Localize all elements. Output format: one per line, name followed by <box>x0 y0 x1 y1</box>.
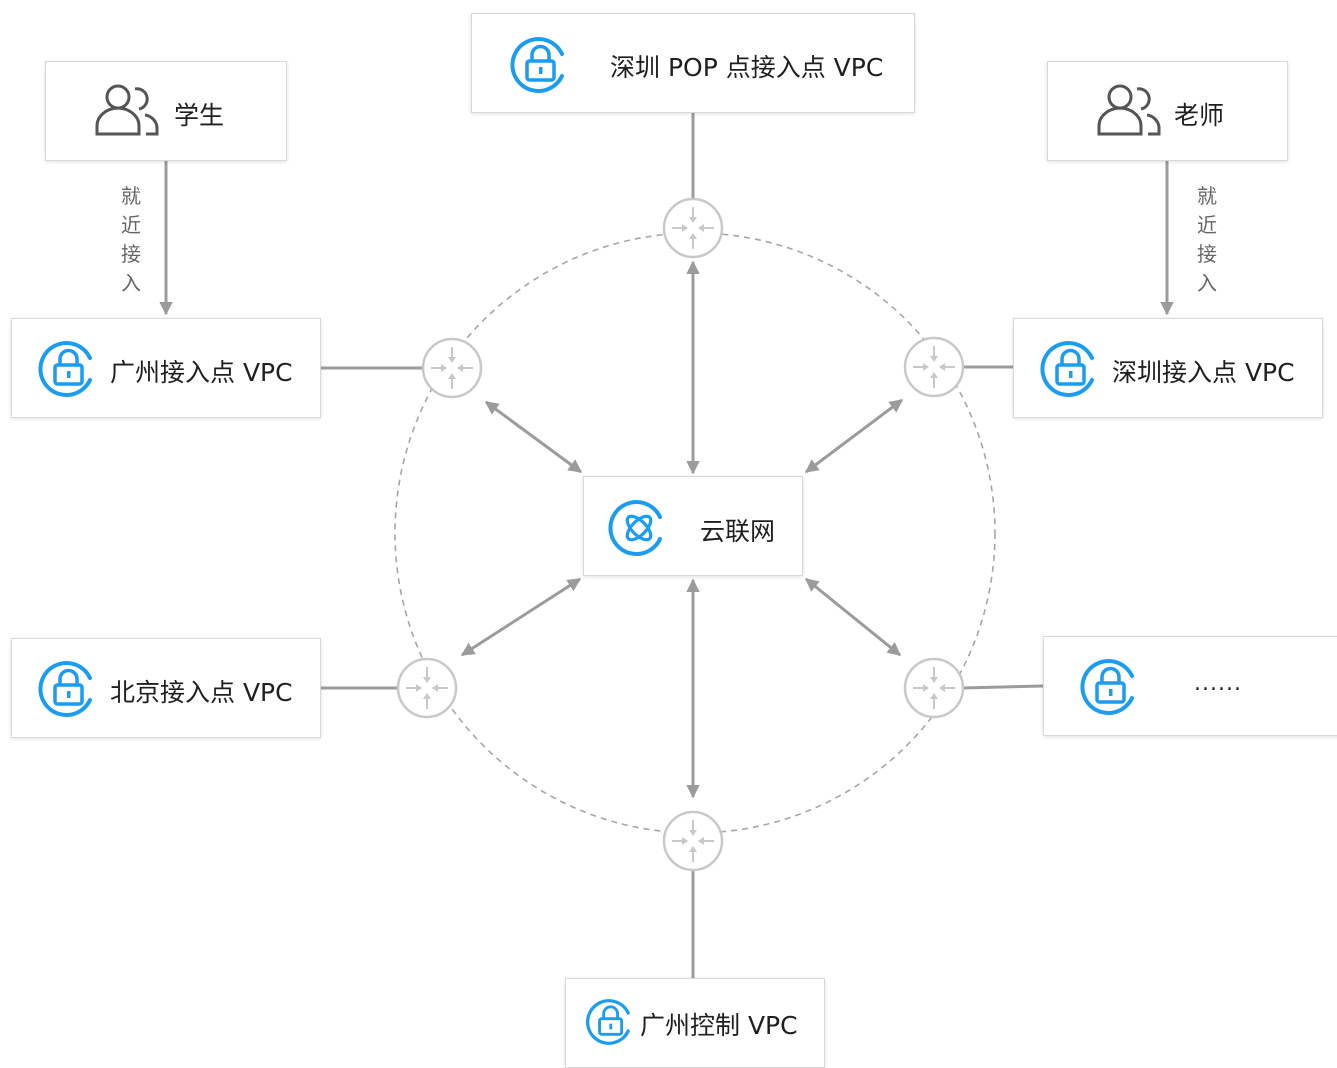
node-label: 广州控制 VPC <box>640 1011 798 1040</box>
arrow-upper-left-ccn <box>484 400 583 474</box>
node-more-vpc[interactable]: ...... <box>1043 636 1337 736</box>
lock-icon <box>38 661 92 717</box>
lock-icon <box>38 341 92 397</box>
router-icon-upper-right <box>903 336 965 398</box>
router-icon-lower-right <box>903 657 965 719</box>
node-guangzhou-control-vpc[interactable]: 广州控制 VPC <box>565 978 825 1068</box>
access-note-student: 就近接入 <box>121 184 141 295</box>
node-ccn[interactable]: 云联网 <box>583 476 803 576</box>
node-label: 深圳接入点 VPC <box>1112 358 1295 387</box>
node-label: ...... <box>1194 671 1242 696</box>
node-student[interactable]: 学生 <box>45 61 287 161</box>
users-icon <box>1097 84 1161 136</box>
lock-icon <box>1040 341 1094 397</box>
router-icon-bottom <box>662 810 724 872</box>
node-shenzhen-pop-vpc[interactable]: 深圳 POP 点接入点 VPC <box>471 13 915 113</box>
lock-icon <box>510 37 564 93</box>
node-label: 学生 <box>174 101 225 130</box>
node-label: 北京接入点 VPC <box>110 678 293 707</box>
node-label: 老师 <box>1174 101 1225 130</box>
arrow-upper-right-ccn <box>804 398 904 474</box>
ccn-icon <box>608 500 662 556</box>
lock-icon <box>586 999 630 1045</box>
users-icon <box>95 84 159 136</box>
lock-icon <box>1080 659 1134 715</box>
node-label: 广州接入点 VPC <box>110 358 293 387</box>
node-shenzhen-access-vpc[interactable]: 深圳接入点 VPC <box>1013 318 1323 418</box>
node-label: 云联网 <box>700 517 776 546</box>
node-teacher[interactable]: 老师 <box>1047 61 1288 161</box>
node-beijing-access-vpc[interactable]: 北京接入点 VPC <box>11 638 321 738</box>
arrow-lower-left-ccn <box>460 577 582 657</box>
router-icon-upper-left <box>421 337 483 399</box>
link-more <box>962 684 1044 690</box>
router-icon-lower-left <box>396 657 458 719</box>
node-guangzhou-access-vpc[interactable]: 广州接入点 VPC <box>11 318 321 418</box>
router-icon-top <box>662 197 724 259</box>
arrow-lower-right-ccn <box>804 577 902 657</box>
access-note-teacher: 就近接入 <box>1197 184 1217 295</box>
node-label: 深圳 POP 点接入点 VPC <box>610 53 884 82</box>
